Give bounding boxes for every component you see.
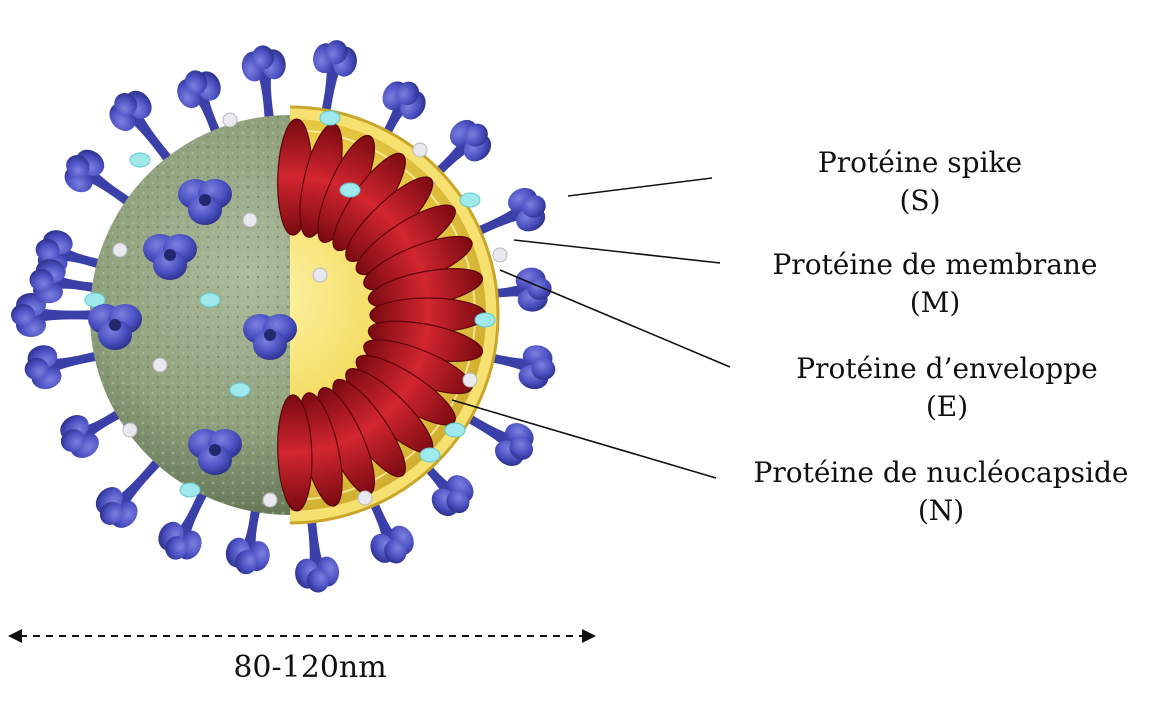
membrane-protein bbox=[445, 423, 465, 437]
label-membrane-code: (M) bbox=[740, 284, 1130, 322]
envelope-protein bbox=[413, 143, 427, 157]
leader-line-spike bbox=[568, 178, 712, 196]
envelope-protein bbox=[123, 423, 137, 437]
label-spike-name: Protéine spike bbox=[760, 144, 1080, 182]
envelope-protein bbox=[493, 248, 507, 262]
arrow-left-head bbox=[8, 629, 22, 643]
envelope-protein bbox=[313, 268, 327, 282]
size-arrow bbox=[8, 629, 596, 643]
label-membrane-name: Protéine de membrane bbox=[740, 246, 1130, 284]
leader-line-membrane bbox=[514, 240, 720, 263]
membrane-protein bbox=[130, 153, 150, 167]
envelope-protein bbox=[243, 213, 257, 227]
arrow-right-head bbox=[582, 629, 596, 643]
membrane-protein bbox=[475, 313, 495, 327]
membrane-protein bbox=[320, 111, 340, 125]
label-envelope-protein: Protéine d’enveloppe (E) bbox=[752, 350, 1142, 426]
membrane-protein bbox=[340, 183, 360, 197]
envelope-protein bbox=[263, 493, 277, 507]
label-envelope-code: (E) bbox=[752, 388, 1142, 426]
envelope-protein bbox=[463, 373, 477, 387]
membrane-protein bbox=[230, 383, 250, 397]
envelope-protein bbox=[358, 491, 372, 505]
label-nucleocapsid-name: Protéine de nucléocapside bbox=[726, 454, 1156, 492]
envelope-protein bbox=[153, 358, 167, 372]
leader-line-nucleocapsid bbox=[452, 400, 716, 478]
label-envelope-name: Protéine d’enveloppe bbox=[752, 350, 1142, 388]
label-nucleocapsid-code: (N) bbox=[726, 492, 1156, 530]
membrane-protein bbox=[460, 193, 480, 207]
spike-protein bbox=[240, 43, 292, 127]
label-nucleocapsid-protein: Protéine de nucléocapside (N) bbox=[726, 454, 1156, 530]
envelope-protein bbox=[113, 243, 127, 257]
label-spike-protein: Protéine spike (S) bbox=[760, 144, 1080, 220]
label-spike-code: (S) bbox=[760, 182, 1080, 220]
label-membrane-protein: Protéine de membrane (M) bbox=[740, 246, 1130, 322]
membrane-protein bbox=[420, 448, 440, 462]
size-label: 80-120nm bbox=[160, 650, 460, 685]
membrane-protein bbox=[200, 293, 220, 307]
envelope-protein bbox=[223, 113, 237, 127]
membrane-protein bbox=[180, 483, 200, 497]
